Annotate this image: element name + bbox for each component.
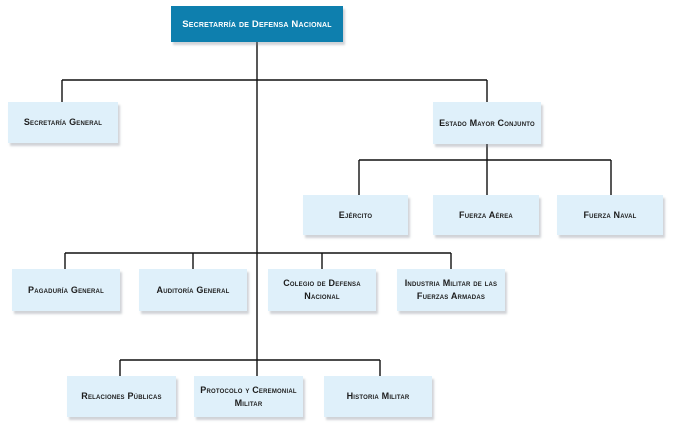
node-fuerza-aerea: Fuerza Aérea — [433, 195, 539, 235]
node-label: Protocolo y Ceremonial Militar — [200, 384, 297, 408]
node-label: Ejército — [338, 209, 373, 220]
node-label: Relaciones Públicas — [81, 391, 162, 401]
node-label: Colegio de Defensa Nacional — [283, 278, 361, 301]
node-label: Pagaduría General — [28, 284, 104, 295]
node-secretaria-defensa: Secretarría de Defensa Nacional — [171, 6, 343, 42]
node-pagaduria-general: Pagaduría General — [12, 269, 120, 311]
node-label: Estado Mayor Conjunto — [439, 117, 535, 128]
node-ejercito: Ejército — [303, 195, 408, 235]
node-secretaria-general: Secretaría General — [8, 102, 118, 143]
node-label: Industria Militar de las Fuerzas Armadas — [404, 278, 498, 301]
node-industria-militar: Industria Militar de las Fuerzas Armadas — [397, 269, 505, 311]
node-historia-militar: Historia Militar — [324, 376, 432, 417]
node-label: Fuerza Naval — [583, 209, 637, 220]
node-label: Secretaría General — [23, 117, 103, 127]
node-colegio-defensa: Colegio de Defensa Nacional — [268, 269, 376, 311]
node-auditoria-general: Auditoría General — [139, 269, 247, 311]
node-estado-mayor-conjunto: Estado Mayor Conjunto — [433, 102, 541, 144]
node-relaciones-publicas: Relaciones Públicas — [67, 376, 176, 417]
node-label: Fuerza Aérea — [459, 209, 513, 220]
node-label: Auditoría General — [156, 284, 230, 295]
node-fuerza-naval: Fuerza Naval — [557, 195, 663, 235]
node-label: Secretarría de Defensa Nacional — [182, 18, 332, 30]
node-protocolo-ceremonial: Protocolo y Ceremonial Militar — [194, 376, 303, 417]
node-label: Historia Militar — [346, 391, 410, 401]
